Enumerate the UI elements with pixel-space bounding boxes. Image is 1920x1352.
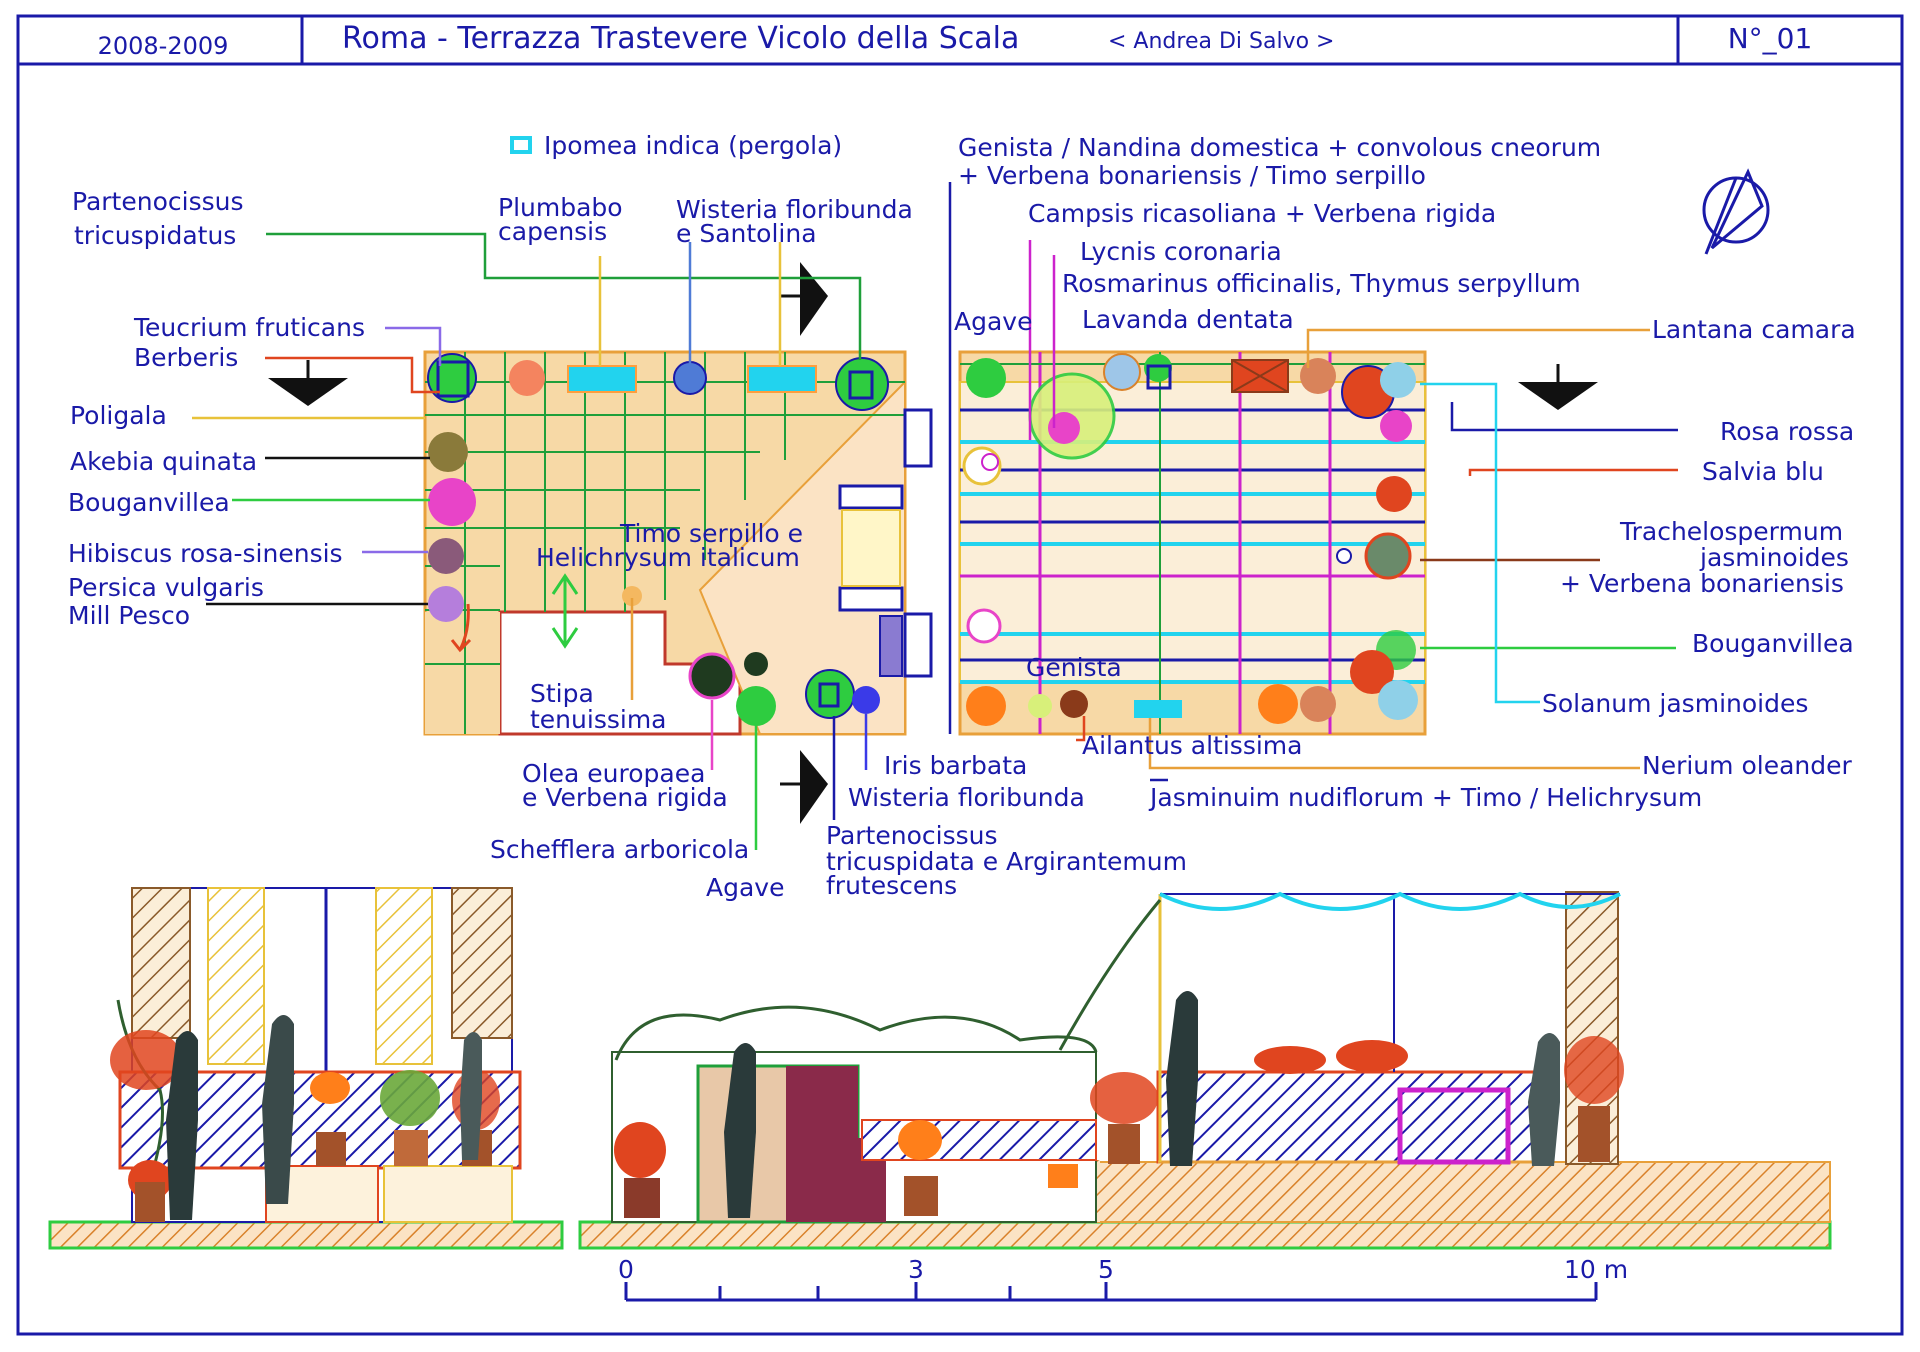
- label-stipa-2: tenuissima: [530, 705, 667, 734]
- label-bouganvillea-left: Bouganvillea: [68, 488, 230, 517]
- right-elevation: [578, 891, 1832, 1250]
- label-genista-1: Genista / Nandina domestica + convolous …: [958, 133, 1601, 162]
- label-bouganvillea-right: Bouganvillea: [1692, 629, 1854, 658]
- label-plumbago-2: capensis: [498, 217, 607, 246]
- label-partenocissus-b1: Partenocissus: [826, 821, 997, 850]
- label-persica-1: Persica vulgaris: [68, 573, 264, 602]
- label-partenocissus-2: tricuspidatus: [74, 221, 236, 250]
- label-persica-2: Mill Pesco: [68, 601, 190, 630]
- label-stipa-1: Stipa: [530, 679, 594, 708]
- agave-plant: [966, 358, 1006, 398]
- label-lycnis: Lycnis coronaria: [1080, 237, 1282, 266]
- label-agave-top: Agave: [954, 307, 1032, 336]
- author-name: < Andrea Di Salvo >: [1108, 29, 1334, 54]
- left-elevation: [48, 887, 564, 1250]
- scale-label-3: 3: [908, 1255, 924, 1284]
- pergola-legend-swatch: [510, 136, 532, 154]
- scale-bar: 0 3 5 10 m: [618, 1255, 1628, 1302]
- label-nerium: Nerium oleander: [1642, 751, 1852, 780]
- label-jasminum: Jasminuim nudiflorum + Timo / Helichrysu…: [1148, 783, 1702, 812]
- label-plumbago-1: Plumbabo: [498, 193, 623, 222]
- label-partenocissus-b3: frutescens: [826, 871, 957, 900]
- outer-frame: [16, 14, 1904, 1336]
- label-hibiscus: Hibiscus rosa-sinensis: [68, 539, 343, 568]
- label-teucrium: Teucrium fruticans: [133, 313, 365, 342]
- left-terrace-plan: [423, 350, 933, 736]
- label-campsis: Campsis ricasoliana + Verbena rigida: [1028, 199, 1496, 228]
- sheet-number: N°_01: [1728, 22, 1813, 55]
- label-wisteria-bottom: Wisteria floribunda: [848, 783, 1085, 812]
- label-poligala: Poligala: [70, 401, 167, 430]
- label-timo-2: Helichrysum italicum: [536, 543, 800, 572]
- right-terrace-plan: [958, 350, 1427, 736]
- label-genista-2: + Verbena bonariensis / Timo serpillo: [958, 161, 1426, 190]
- label-schefflera: Schefflera arboricola: [490, 835, 749, 864]
- label-trachelospermum-3: + Verbena bonariensis: [1560, 569, 1844, 598]
- label-trachelospermum-1: Trachelospermum: [1619, 517, 1843, 546]
- label-olea-2: e Verbena rigida: [522, 783, 728, 812]
- label-rosa: Rosa rossa: [1720, 417, 1854, 446]
- label-lavanda: Lavanda dentata: [1082, 305, 1294, 334]
- label-iris: Iris barbata: [884, 751, 1027, 780]
- drawing-title: Roma - Terrazza Trastevere Vicolo della …: [342, 21, 1019, 56]
- label-ailantus: Ailantus altissima: [1082, 731, 1302, 760]
- label-olea-1: Olea europaea: [522, 759, 705, 788]
- label-agave-bottom: Agave: [706, 873, 784, 902]
- label-salvia: Salvia blu: [1702, 457, 1824, 486]
- section-markers: [268, 262, 1598, 824]
- label-lantana: Lantana camara: [1652, 315, 1856, 344]
- label-ipomea: Ipomea indica (pergola): [544, 131, 842, 160]
- label-rosmarinus: Rosmarinus officinalis, Thymus serpyllum: [1062, 269, 1581, 298]
- label-solanum: Solanum jasminoides: [1542, 689, 1808, 718]
- north-arrow: [1702, 168, 1770, 255]
- label-partenocissus-b2: tricuspidata e Argirantemum: [826, 847, 1187, 876]
- scale-label-0: 0: [618, 1255, 634, 1284]
- label-trachelospermum-2: jasminoides: [1699, 543, 1849, 572]
- label-partenocissus-1: Partenocissus: [72, 187, 243, 216]
- scale-label-5: 5: [1098, 1255, 1114, 1284]
- leader-lines: [192, 182, 1678, 850]
- label-timo-1: Timo serpillo e: [619, 519, 803, 548]
- label-akebia: Akebia quinata: [70, 447, 257, 476]
- label-wisteria-2: e Santolina: [676, 219, 817, 248]
- scale-label-10: 10 m: [1564, 1255, 1628, 1284]
- project-year: 2008-2009: [98, 32, 229, 60]
- label-berberis: Berberis: [134, 343, 238, 372]
- label-wisteria-1: Wisteria floribunda: [676, 195, 913, 224]
- label-genista-bottom: Genista: [1026, 653, 1122, 682]
